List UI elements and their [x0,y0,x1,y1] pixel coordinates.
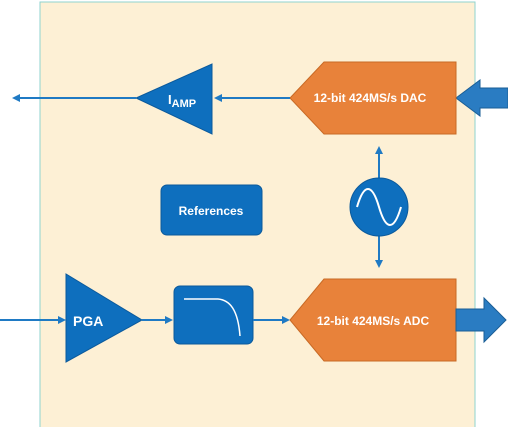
pga-block[interactable]: PGA [65,273,143,363]
iamp-block[interactable]: IAMP [134,63,213,135]
sine-wave-icon [356,188,402,226]
adc-block[interactable]: 12-bit 424MS/s ADC [289,278,457,362]
adc-output-arrow [455,296,507,344]
svg-text:IAMP: IAMP [168,92,196,110]
references-block[interactable]: References [160,184,263,236]
references-label: References [179,204,244,218]
lowpass-filter-icon [184,298,241,337]
pga-label: PGA [73,313,103,329]
dac-block[interactable]: 12-bit 424MS/s DAC [289,61,457,135]
oscillator-block[interactable] [349,177,409,237]
iamp-label: I [168,92,172,107]
iamp-subscript: AMP [172,98,196,110]
dac-label: 12-bit 424MS/s DAC [314,91,427,105]
dac-input-arrow [455,79,508,117]
filter-block[interactable] [173,285,254,345]
adc-label: 12-bit 424MS/s ADC [317,314,430,328]
